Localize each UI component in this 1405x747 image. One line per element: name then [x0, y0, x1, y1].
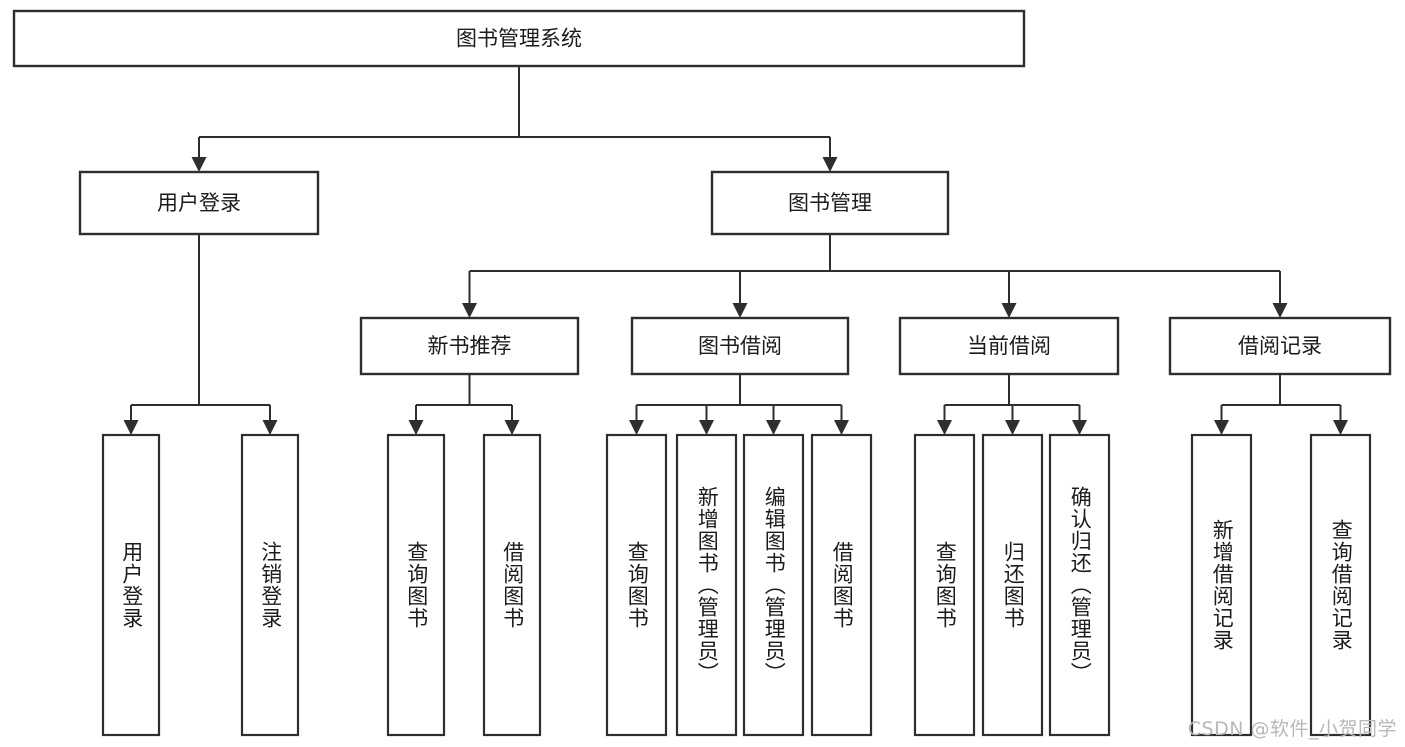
- node-box-leaf-add-record[interactable]: [1190, 433, 1253, 737]
- node-box-leaf-query-book-3[interactable]: [913, 433, 976, 737]
- arrow-head-icon: [123, 420, 139, 435]
- node-box-leaf-add-book[interactable]: [675, 433, 738, 737]
- arrow-head-icon: [262, 420, 278, 435]
- node-box-leaf-user-login[interactable]: [101, 433, 161, 737]
- node-label-borrow-record: 借阅记录: [1238, 334, 1322, 358]
- node-box-book-borrow[interactable]: [630, 316, 850, 376]
- arrow-head-icon: [834, 420, 849, 435]
- node-label-user-login: 用户登录: [157, 191, 241, 215]
- arrow-head-icon: [937, 420, 952, 435]
- node-box-leaf-confirm-return[interactable]: [1048, 433, 1111, 737]
- node-label-new-book-recommend: 新书推荐: [428, 334, 512, 358]
- node-box-user-login[interactable]: [78, 170, 320, 236]
- node-box-leaf-query-record[interactable]: [1309, 433, 1372, 737]
- node-box-leaf-query-book-2[interactable]: [605, 433, 668, 737]
- arrow-head-icon: [699, 420, 714, 435]
- node-box-current-borrow[interactable]: [898, 316, 1120, 376]
- node-box-borrow-record[interactable]: [1168, 316, 1392, 376]
- node-box-leaf-borrow-book-1[interactable]: [482, 433, 542, 737]
- node-label-book-manage: 图书管理: [788, 191, 872, 215]
- arrow-head-icon: [1214, 420, 1229, 435]
- arrow-head-icon: [191, 157, 207, 172]
- arrow-head-icon: [462, 303, 477, 318]
- edges-layer: [123, 66, 1348, 435]
- arrow-head-icon: [629, 420, 644, 435]
- node-box-new-book-recommend[interactable]: [359, 316, 580, 376]
- node-label-root: 图书管理系统: [456, 27, 582, 51]
- node-box-leaf-logout[interactable]: [240, 433, 300, 737]
- arrow-head-icon: [732, 303, 748, 318]
- arrow-head-icon: [1072, 420, 1087, 435]
- arrow-head-icon: [1333, 420, 1348, 435]
- node-box-leaf-edit-book[interactable]: [742, 433, 805, 737]
- arrow-head-icon: [766, 420, 781, 435]
- arrow-head-icon: [504, 420, 520, 435]
- node-label-book-borrow: 图书借阅: [698, 334, 782, 358]
- node-box-book-manage[interactable]: [710, 170, 950, 236]
- arrow-head-icon: [1272, 303, 1288, 318]
- arrow-head-icon: [408, 420, 424, 435]
- node-box-root[interactable]: [12, 9, 1026, 68]
- arrow-head-icon: [822, 157, 838, 172]
- node-box-leaf-query-book-1[interactable]: [386, 433, 446, 737]
- node-box-leaf-borrow-book-2[interactable]: [810, 433, 873, 737]
- arrow-head-icon: [1001, 303, 1017, 318]
- arrow-head-icon: [1005, 420, 1020, 435]
- node-label-current-borrow: 当前借阅: [967, 334, 1051, 358]
- watermark: CSDN @软件_小贺同学: [1187, 718, 1397, 740]
- node-box-leaf-return-book[interactable]: [981, 433, 1044, 737]
